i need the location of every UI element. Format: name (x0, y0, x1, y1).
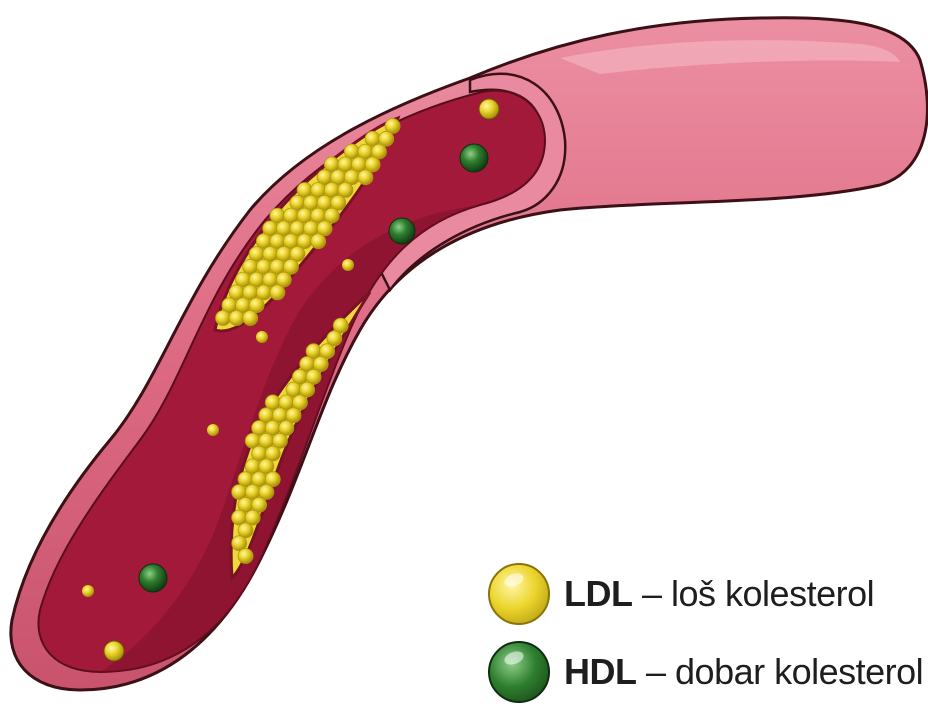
legend-hdl: HDL – dobar kolesterol (488, 641, 923, 703)
legend-ldl: LDL – loš kolesterol (488, 563, 874, 625)
plaque-ball (238, 549, 253, 564)
hdl-particle (460, 144, 488, 172)
plaque-ball (358, 170, 373, 185)
legend-hdl-label: dobar kolesterol (675, 651, 923, 692)
ldl-particle (479, 99, 499, 119)
ldl-particle (104, 641, 124, 661)
ldl-particle (82, 585, 94, 597)
legend-hdl-dash: – (637, 651, 676, 692)
plaque-ball (229, 311, 244, 326)
legend-ldl-dash: – (632, 573, 671, 614)
plaque-ball (243, 311, 258, 326)
ldl-particle (342, 259, 354, 271)
plaque-ball (270, 285, 285, 300)
hdl-particle (389, 218, 415, 244)
ldl-icon (488, 563, 550, 625)
hdl-particle (139, 564, 167, 592)
legend-ldl-abbr: LDL (564, 573, 632, 614)
ldl-particle (207, 424, 219, 436)
ldl-particle (256, 331, 268, 343)
legend-ldl-label: loš kolesterol (671, 573, 874, 614)
legend-hdl-text: HDL – dobar kolesterol (564, 651, 923, 693)
legend-hdl-abbr: HDL (564, 651, 637, 692)
plaque-ball (216, 311, 231, 326)
plaque-ball (311, 234, 326, 249)
hdl-icon (488, 641, 550, 703)
legend-ldl-text: LDL – loš kolesterol (564, 573, 874, 615)
